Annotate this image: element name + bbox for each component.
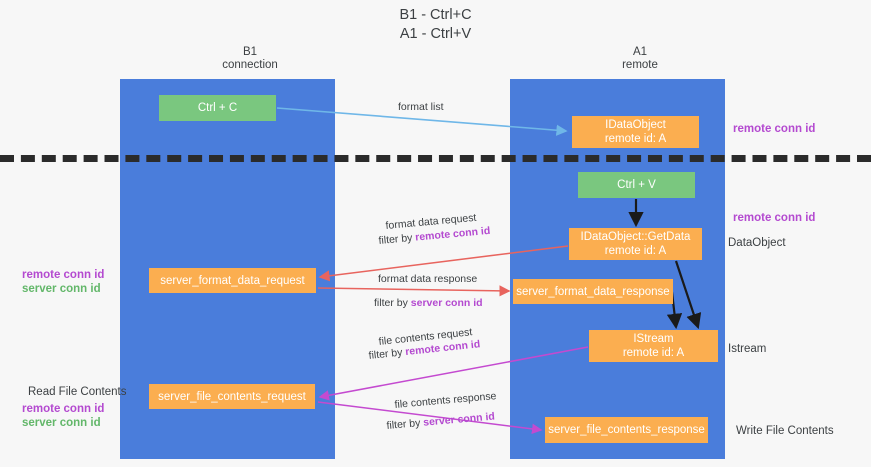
label-remote-conn-id-mid: remote conn id	[733, 212, 816, 224]
box-server-format-data-response[interactable]: server_format_data_response	[513, 279, 673, 304]
label-dataobject: DataObject	[728, 237, 786, 249]
box-server-file-contents-response[interactable]: server_file_contents_response	[545, 417, 708, 443]
filter-value-server-conn-id-2: server conn id	[422, 410, 496, 429]
filter-prefix-4: filter by	[386, 416, 424, 432]
link-label-filter-server-1: filter by server conn id	[374, 296, 483, 310]
box-server-file-contents-request[interactable]: server_file_contents_request	[149, 384, 315, 409]
link-label-file-contents-response: file contents response	[394, 390, 497, 411]
label-left-conn-ids: remote conn id server conn id	[22, 268, 104, 296]
label-left-server-conn-id: server conn id	[22, 283, 101, 295]
label-left-conn-ids-2: remote conn id server conn id	[22, 402, 104, 430]
filter-prefix-3: filter by	[368, 346, 406, 362]
column-header-b1: B1 connection	[222, 46, 278, 71]
label-read-file-contents: Read File Contents	[28, 386, 127, 398]
arrow-format-data-response	[317, 285, 511, 297]
label-remote-conn-id-top: remote conn id	[733, 123, 816, 135]
box-server-format-data-request[interactable]: server_format_data_request	[149, 268, 316, 293]
box-ctrl-v[interactable]: Ctrl + V	[578, 172, 695, 198]
label-left-server-conn-id-2: server conn id	[22, 417, 101, 429]
page-title: B1 - Ctrl+C A1 - Ctrl+V	[399, 7, 472, 42]
link-label-format-list: format list	[398, 101, 444, 113]
box-idataobject-getdata[interactable]: IDataObject::GetData remote id: A	[569, 228, 702, 260]
link-label-format-data-response: format data response	[378, 273, 478, 285]
box-idataobject[interactable]: IDataObject remote id: A	[572, 116, 699, 148]
filter-prefix-2: filter by	[374, 297, 411, 309]
link-label-filter-server-2: filter by server conn id	[386, 410, 495, 433]
label-left-remote-conn-id: remote conn id	[22, 269, 105, 281]
box-istream[interactable]: IStream remote id: A	[589, 330, 718, 362]
box-ctrl-c[interactable]: Ctrl + C	[159, 95, 276, 121]
column-header-a1: A1 remote	[622, 46, 658, 71]
label-istream: Istream	[728, 343, 767, 355]
section-divider	[0, 155, 871, 162]
filter-prefix: filter by	[378, 231, 416, 247]
label-left-remote-conn-id-2: remote conn id	[22, 403, 105, 415]
filter-value-server-conn-id: server conn id	[410, 297, 483, 309]
label-write-file-contents: Write File Contents	[736, 425, 834, 437]
